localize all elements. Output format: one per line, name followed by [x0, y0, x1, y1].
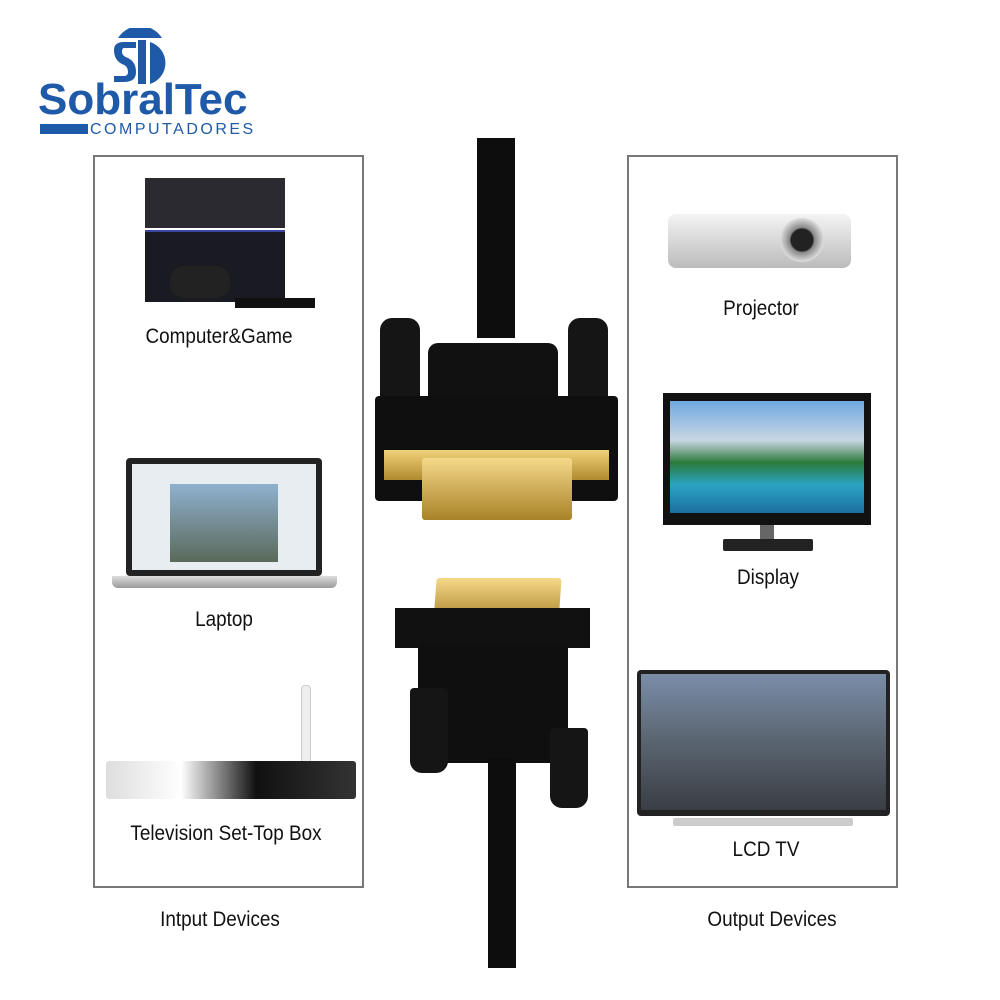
logo-mark-icon: [114, 28, 166, 84]
projector-icon: [668, 210, 851, 278]
logo-subtitle: COMPUTADORES: [90, 121, 256, 138]
monitor-icon: [663, 393, 871, 555]
output-item-label: LCD TV: [732, 838, 800, 861]
input-devices-title: Intput Devices: [160, 908, 280, 931]
input-item-label: Television Set-Top Box: [130, 822, 322, 845]
input-item-label: Laptop: [195, 608, 253, 631]
input-devices-panel: [93, 155, 364, 888]
output-item-label: Display: [737, 566, 799, 589]
input-item-label: Computer&Game: [145, 325, 293, 348]
game-console-icon: [140, 178, 315, 313]
logo-name: SobralTec: [38, 75, 248, 124]
logo: SobralTec COMPUTADORES: [38, 28, 253, 140]
output-item-label: Projector: [723, 297, 799, 320]
set-top-box-icon: [106, 685, 356, 803]
dvi-cable-icon: [370, 138, 620, 968]
laptop-icon: [112, 458, 337, 590]
output-devices-panel: [627, 155, 898, 888]
logo-bar: [40, 124, 88, 134]
tv-icon: [637, 670, 890, 830]
output-devices-title: Output Devices: [707, 908, 837, 931]
